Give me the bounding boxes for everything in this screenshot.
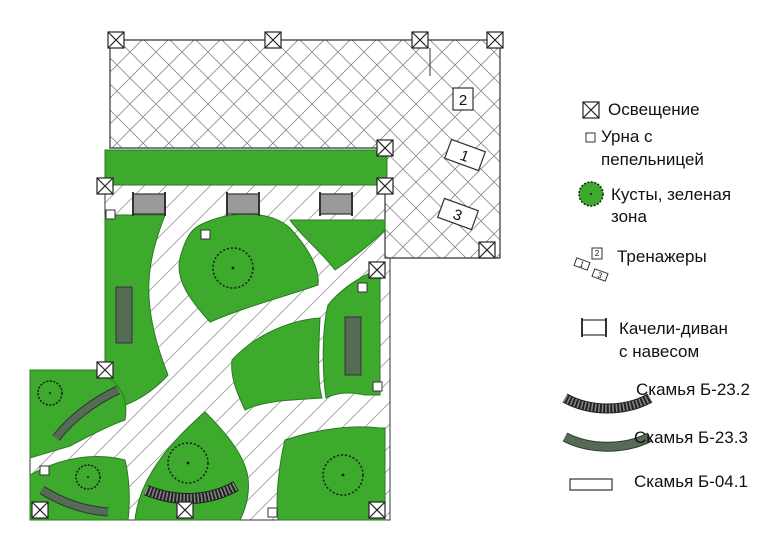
- green-strip: [104, 149, 388, 186]
- lamp-icon: [264, 31, 282, 49]
- legend-trainers-icon: 2 1 3: [573, 247, 609, 282]
- svg-text:2: 2: [595, 249, 600, 258]
- legend-trainers-label: Тренажеры: [617, 247, 707, 266]
- legend-bench-041-icon: [569, 478, 613, 491]
- legend-bench-232-label: Скамья Б-23.2: [636, 380, 750, 399]
- svg-text:1: 1: [578, 259, 586, 269]
- lamp-icon: [96, 361, 114, 379]
- lamp-icon: [376, 139, 394, 157]
- urn-icon: [267, 507, 278, 518]
- lamp-icon: [96, 177, 114, 195]
- green-zone-top-right: [289, 219, 386, 271]
- lamp-icon: [368, 501, 386, 519]
- urn-icon: [357, 282, 368, 293]
- lamp-icon: [376, 177, 394, 195]
- urn-icon: [39, 465, 50, 476]
- lamp-icon: [176, 501, 194, 519]
- bush-icon: [322, 454, 364, 496]
- urn-icon: [372, 381, 383, 392]
- svg-text:3: 3: [596, 270, 604, 280]
- lamp-icon: [368, 261, 386, 279]
- green-zone-bottom-left: [29, 456, 130, 521]
- svg-text:2: 2: [459, 92, 467, 109]
- legend-bench-233-label: Скамья Б-23.3: [634, 428, 748, 447]
- bush-icon: [75, 464, 101, 490]
- legend-lighting-label: Освещение: [608, 100, 700, 119]
- bush-icon: [37, 380, 63, 406]
- bush-icon: [167, 442, 209, 484]
- bench-straight: [344, 316, 362, 376]
- trainer-3: 3: [436, 197, 480, 231]
- swing-sofa: [319, 192, 353, 216]
- trainer-1: 1: [443, 138, 487, 172]
- legend-urn-label-1: Урна с: [601, 127, 653, 146]
- legend-bushes-label-1: Кусты, зеленая: [611, 185, 732, 204]
- bench-curved-b232: [144, 482, 239, 503]
- urn-icon: [200, 229, 211, 240]
- lamp-icon: [107, 31, 125, 49]
- green-zone-center: [231, 317, 323, 411]
- legend-urn-icon: [585, 132, 596, 143]
- legend-swing-label-2: с навесом: [619, 342, 700, 361]
- legend-bench-233-icon: [562, 432, 653, 452]
- bench-curved: [40, 487, 109, 516]
- urn-icon: [105, 209, 116, 220]
- legend-bushes-label-2: зона: [611, 207, 647, 226]
- legend-lamp-icon: [582, 101, 600, 119]
- lamp-icon: [486, 31, 504, 49]
- legend-bench-232-icon: [562, 393, 653, 414]
- lamp-icon: [478, 241, 496, 259]
- legend-bench-041-label: Скамья Б-04.1: [634, 472, 748, 491]
- swing-sofa: [132, 192, 166, 216]
- legend-swing-label-1: Качели-диван: [619, 319, 728, 338]
- legend-swing-icon: [581, 318, 607, 337]
- legend-urn-label-2: пепельницей: [601, 150, 704, 169]
- lamp-icon: [31, 501, 49, 519]
- bench-straight: [115, 286, 133, 344]
- lamp-icon: [411, 31, 429, 49]
- bush-icon: [212, 247, 254, 289]
- bench-curved: [53, 386, 120, 441]
- trainer-2: 2: [452, 87, 474, 111]
- legend-bush-icon: [578, 181, 604, 207]
- swing-sofa: [226, 192, 260, 216]
